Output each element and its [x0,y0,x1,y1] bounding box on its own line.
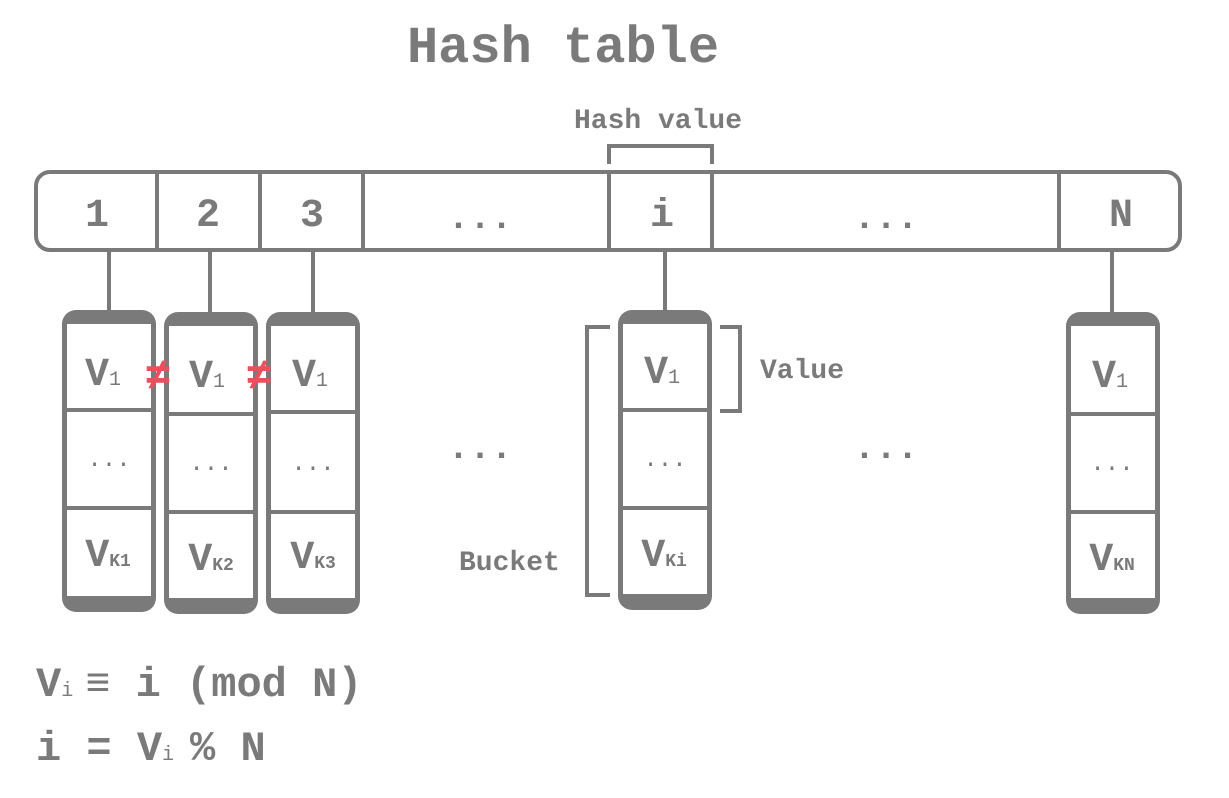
hash-array: 1 2 3 ... i ... N [34,170,1182,252]
bucket-n: V1 ... VKN [1066,312,1160,614]
bucket-1: V1 ... VK1 [62,310,156,612]
bucket-i-first-value: V1 [644,351,680,396]
bucket-2-last-value: VK2 [188,538,234,583]
diagram-title: Hash table [407,19,719,78]
bucket-label: Bucket [459,548,560,579]
not-equal-icon: ≠ [246,353,272,403]
formula-modulo: i = Vi% N [36,725,266,773]
slot-1: 1 [85,194,109,239]
value-label: Value [760,356,844,387]
slot-i: i [650,194,674,239]
bucket-3: V1 ... VK3 [266,312,360,614]
slot-n: N [1109,194,1133,239]
bucket-1-ellipsis: ... [87,447,130,474]
bucket-n-first-value: V1 [1092,355,1128,400]
hash-value-bracket [607,144,714,164]
bucket-3-ellipsis: ... [291,451,334,478]
slot-ellipsis-1: ... [448,198,513,239]
bucket-2-ellipsis: ... [189,451,232,478]
bucket-bracket [585,325,610,597]
bucket-i: V1 ... VKi [618,310,712,610]
buckets-ellipsis-1: ... [448,428,513,469]
value-bracket [720,325,742,413]
bucket-1-last-value: VK1 [85,534,131,579]
bucket-i-last-value: VKi [641,534,687,579]
bucket-2-first-value: V1 [189,355,225,400]
hash-value-label: Hash value [574,106,742,137]
not-equal-icon: ≠ [145,353,171,403]
bucket-3-last-value: VK3 [290,536,336,581]
bucket-n-last-value: VKN [1089,538,1135,583]
buckets-ellipsis-2: ... [854,428,919,469]
bucket-1-first-value: V1 [85,353,121,398]
bucket-n-ellipsis: ... [1090,451,1133,478]
bucket-2: V1 ... VK2 [164,312,258,614]
slot-3: 3 [300,194,324,239]
bucket-3-first-value: V1 [292,354,328,399]
slot-2: 2 [196,194,220,239]
slot-ellipsis-2: ... [854,198,919,239]
bucket-i-ellipsis: ... [643,447,686,474]
formula-congruence: Vi≡ i (mod N) [36,661,362,709]
